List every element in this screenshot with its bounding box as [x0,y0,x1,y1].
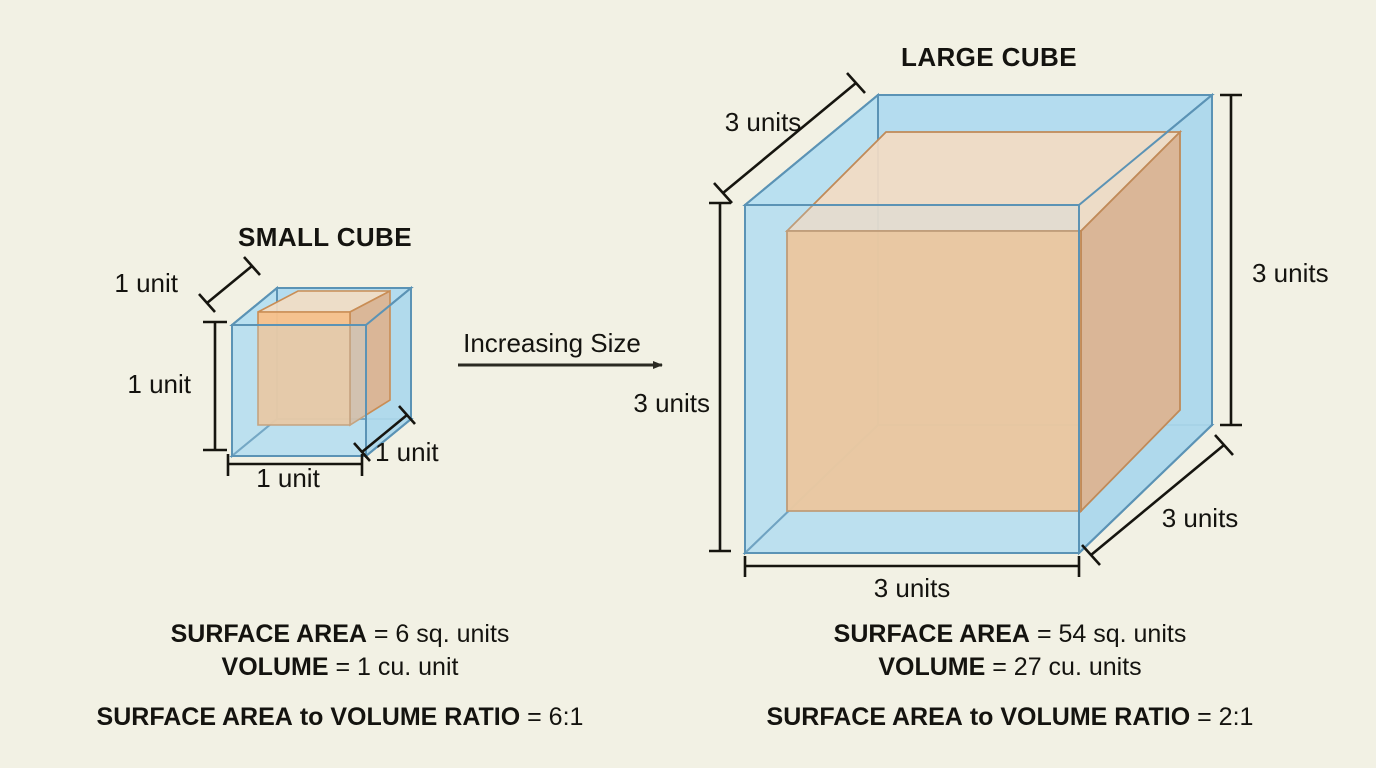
large-ratio-label-to: to [969,703,994,731]
small-dim-height: 1 unit [127,320,227,452]
large-ratio-label-part2: VOLUME RATIO [1000,703,1191,731]
large-dim-width: 3 units [743,556,1081,603]
large-surface-area-line: SURFACE AREA = 54 sq. units [700,618,1320,651]
small-cube-ratio: SURFACE AREA to VOLUME RATIO = 6:1 [30,703,650,732]
small-dim-depth-front-label: 1 unit [375,437,439,467]
small-dim-width-label: 1 unit [256,463,320,493]
large-dim-height-right-label: 3 units [1252,258,1329,288]
small-surface-area-label: SURFACE AREA [170,620,367,648]
large-ratio-label-part1: SURFACE AREA [766,703,963,731]
large-ratio-value: = 2:1 [1197,703,1254,731]
small-surface-area-value: = 6 sq. units [373,620,510,648]
small-surface-area-line: SURFACE AREA = 6 sq. units [30,618,650,651]
large-outer-front-face [744,204,1080,554]
large-cube-ratio: SURFACE AREA to VOLUME RATIO = 2:1 [700,703,1320,732]
small-volume-line: VOLUME = 1 cu. unit [30,651,650,684]
small-volume-value: = 1 cu. unit [335,653,459,681]
large-dim-depth-front-label: 3 units [1162,503,1239,533]
large-dim-width-label: 3 units [874,573,951,603]
transition-arrow-group: Increasing Size [458,328,663,369]
small-inner-front-face [257,311,351,426]
large-volume-value: = 27 cu. units [992,653,1142,681]
small-cube-stats: SURFACE AREA = 6 sq. units VOLUME = 1 cu… [30,618,650,684]
small-ratio-label-to: to [299,703,324,731]
large-inner-cube [784,129,1183,514]
large-dim-depth-front: 3 units [1081,434,1239,566]
small-ratio-label-part2: VOLUME RATIO [330,703,521,731]
large-dim-height-right: 3 units [1220,93,1329,427]
large-cube-title: LARGE CUBE [901,42,1077,72]
small-ratio-label-part1: SURFACE AREA [96,703,293,731]
large-dim-depth-label: 3 units [725,107,802,137]
large-volume-line: VOLUME = 27 cu. units [700,651,1320,684]
large-volume-label: VOLUME [878,653,986,681]
small-ratio-value: = 6:1 [527,703,584,731]
small-dim-height-label: 1 unit [127,369,191,399]
large-inner-front-face [786,230,1082,512]
small-dim-depth-label: 1 unit [114,268,178,298]
large-cube-group: LARGE CUBE 3 units 3 units 3 units [633,42,1328,603]
small-dim-depth-front: 1 unit [353,405,439,467]
large-cube-stats: SURFACE AREA = 54 sq. units VOLUME = 27 … [700,618,1320,684]
small-cube-group: SMALL CUBE 1 unit 1 unit 1 unit [114,222,439,493]
large-outer-front-pane [744,94,1213,554]
large-dim-height-left: 3 units [633,201,731,553]
transition-label: Increasing Size [463,328,641,358]
small-volume-label: VOLUME [221,653,329,681]
large-surface-area-label: SURFACE AREA [833,620,1030,648]
small-dim-width: 1 unit [226,454,364,493]
small-dim-depth: 1 unit [114,256,261,313]
large-dim-height-left-label: 3 units [633,388,710,418]
small-cube-title: SMALL CUBE [238,222,412,252]
large-dim-depth: 3 units [713,72,866,204]
large-surface-area-value: = 54 sq. units [1036,620,1187,648]
